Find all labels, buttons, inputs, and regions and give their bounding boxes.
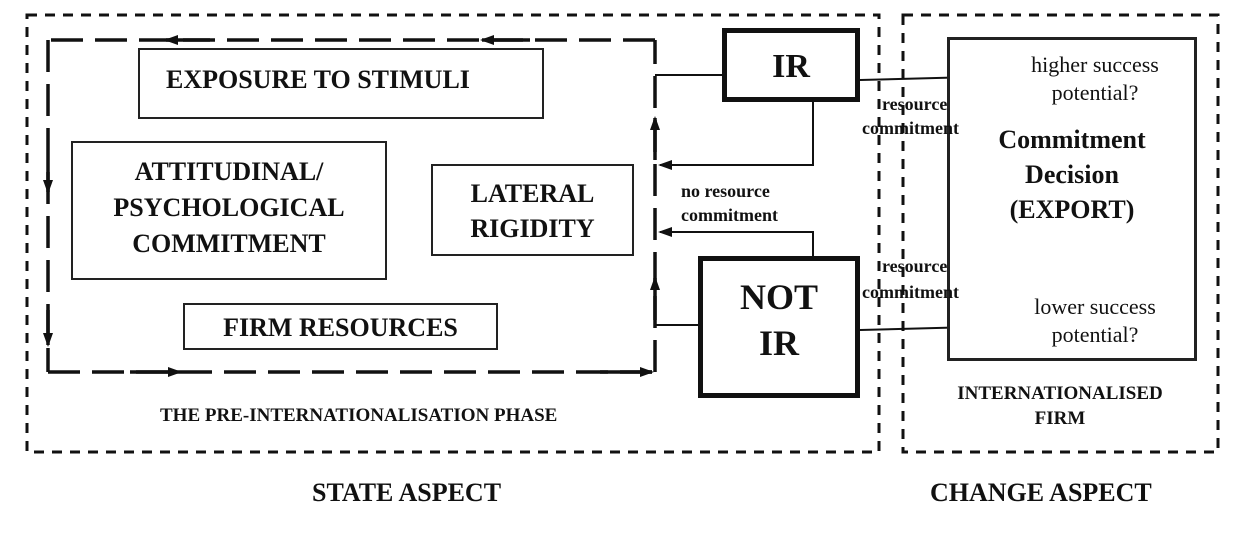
internationalised-firm-line-1: INTERNATIONALISED xyxy=(957,383,1163,404)
change-aspect-frame xyxy=(901,13,1220,454)
resource-commitment-top-line-1: resource xyxy=(882,94,948,114)
attitudinal-line-1: ATTITUDINAL/ xyxy=(134,157,324,186)
resource-commitment-bottom-line-1: resource xyxy=(882,256,948,276)
attitudinal-commitment-box: ATTITUDINAL/ PSYCHOLOGICAL COMMITMENT xyxy=(71,141,387,280)
attitudinal-line-3: COMMITMENT xyxy=(132,229,326,258)
lateral-line-1: LATERAL xyxy=(470,179,595,208)
cycle-arrows xyxy=(43,35,660,377)
firm-resources-box: FIRM RESOURCES xyxy=(183,303,498,350)
internationalised-firm-line-2: FIRM xyxy=(1034,408,1086,429)
lower-success-line-2: potential? xyxy=(1051,322,1139,347)
not-ir-line-1: NOT xyxy=(739,277,818,317)
higher-success-line-2: potential? xyxy=(1051,80,1139,105)
state-aspect-frame xyxy=(25,13,881,454)
commitment-line-3: (EXPORT) xyxy=(1009,195,1135,224)
ir-label: IR xyxy=(772,48,810,85)
change-aspect-label: CHANGE ASPECT xyxy=(930,478,1152,507)
commitment-line-2: Decision xyxy=(1025,160,1119,189)
lateral-rigidity-box: LATERAL RIGIDITY xyxy=(431,164,634,256)
attitudinal-line-2: PSYCHOLOGICAL xyxy=(113,193,345,222)
commitment-line-1: Commitment xyxy=(998,125,1146,154)
commitment-decision-box: Commitment Decision (EXPORT) xyxy=(947,37,1197,361)
not-ir-box: NOT IR xyxy=(698,256,860,398)
state-aspect-label: STATE ASPECT xyxy=(312,478,502,507)
firm-resources-label: FIRM RESOURCES xyxy=(223,313,458,342)
higher-success-line-1: higher success xyxy=(1031,52,1159,77)
not-ir-line-2: IR xyxy=(758,323,799,363)
no-resource-commitment-line-2: commitment xyxy=(681,205,778,225)
resource-commitment-top-line-2: commitment xyxy=(862,118,959,138)
lower-success-line-1: lower success xyxy=(1034,294,1156,319)
pre-internationalisation-phase-label: THE PRE-INTERNATIONALISATION PHASE xyxy=(160,405,558,426)
ir-box: IR xyxy=(722,28,860,102)
exposure-to-stimuli-label: EXPOSURE TO STIMULI xyxy=(166,65,470,94)
exposure-to-stimuli-box: EXPOSURE TO STIMULI xyxy=(138,48,544,119)
resource-commitment-bottom-line-2: commitment xyxy=(862,282,959,302)
no-resource-commitment-line-1: no resource xyxy=(681,181,770,201)
lateral-line-2: RIGIDITY xyxy=(470,214,595,243)
